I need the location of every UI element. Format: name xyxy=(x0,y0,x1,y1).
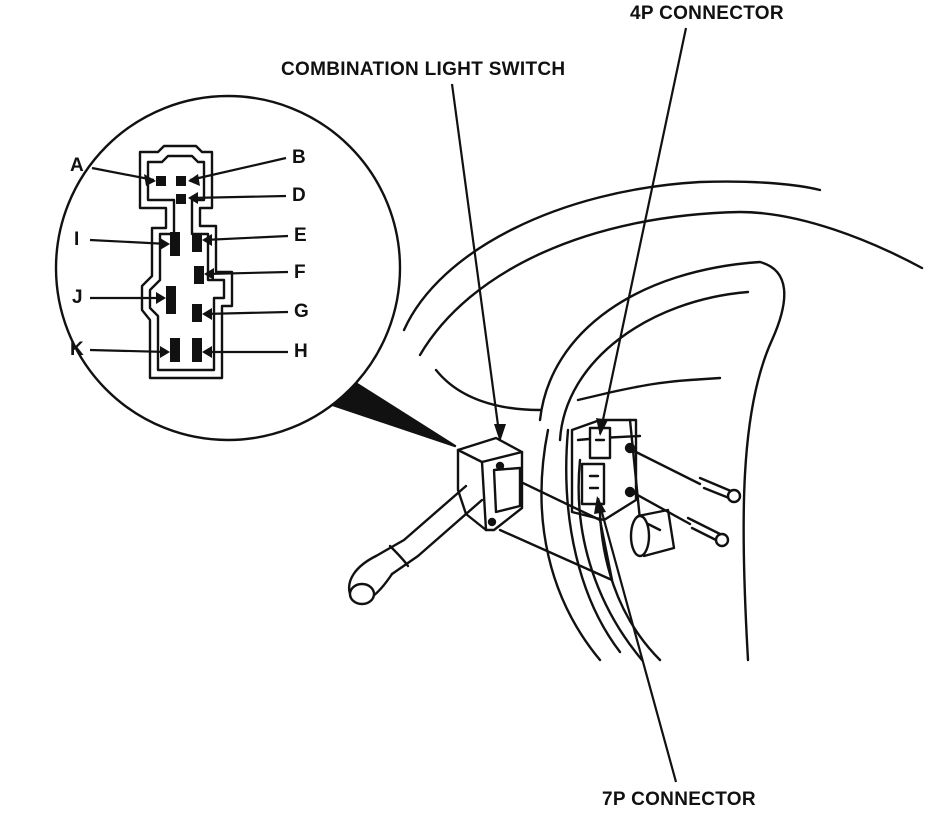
connector-face-outer xyxy=(138,144,234,380)
pin-label-k: K xyxy=(70,339,84,360)
dash-arc-low xyxy=(434,368,542,412)
dash-arc-outer xyxy=(402,180,822,332)
switch-body-top xyxy=(456,448,524,532)
pin-label-h: H xyxy=(294,341,308,362)
seven-p-connector-label: 7P CONNECTOR xyxy=(602,789,756,810)
combination-light-switch-label: COMBINATION LIGHT SWITCH xyxy=(281,59,566,80)
seven-p-connector-shape xyxy=(580,462,606,506)
pin-label-a: A xyxy=(70,155,84,176)
screw-upper xyxy=(630,448,740,502)
column-shroud-mid xyxy=(558,290,750,442)
connector-face-inner xyxy=(146,154,226,372)
switch-bracket xyxy=(576,376,722,402)
column-curve-4 xyxy=(598,478,662,662)
pin-label-j: J xyxy=(72,287,83,308)
leader-seven-p xyxy=(596,497,678,783)
column-curve-1 xyxy=(540,428,602,662)
pin-label-d: D xyxy=(292,185,306,206)
column-shroud-outer xyxy=(538,260,786,662)
pin-label-e: E xyxy=(294,225,307,246)
lever-stalk xyxy=(374,484,484,576)
four-p-connector-label: 4P CONNECTOR xyxy=(630,3,784,24)
lever-band xyxy=(388,544,410,568)
leader-four-p xyxy=(598,27,688,435)
connector-lines xyxy=(588,438,606,490)
switch-body-inset xyxy=(492,466,522,514)
pin-label-b: B xyxy=(292,147,306,168)
switch-body xyxy=(456,436,524,532)
magnifier-circle xyxy=(54,94,402,442)
pin-label-g: G xyxy=(294,301,309,322)
dash-arc-inner xyxy=(418,210,924,357)
column-curve-2 xyxy=(565,428,622,654)
pin-label-i: I xyxy=(74,229,80,250)
leader-combination-switch xyxy=(450,83,502,441)
switch-wire-lines xyxy=(498,470,614,582)
pin-label-f: F xyxy=(294,262,306,283)
pin-blocks xyxy=(156,176,204,362)
